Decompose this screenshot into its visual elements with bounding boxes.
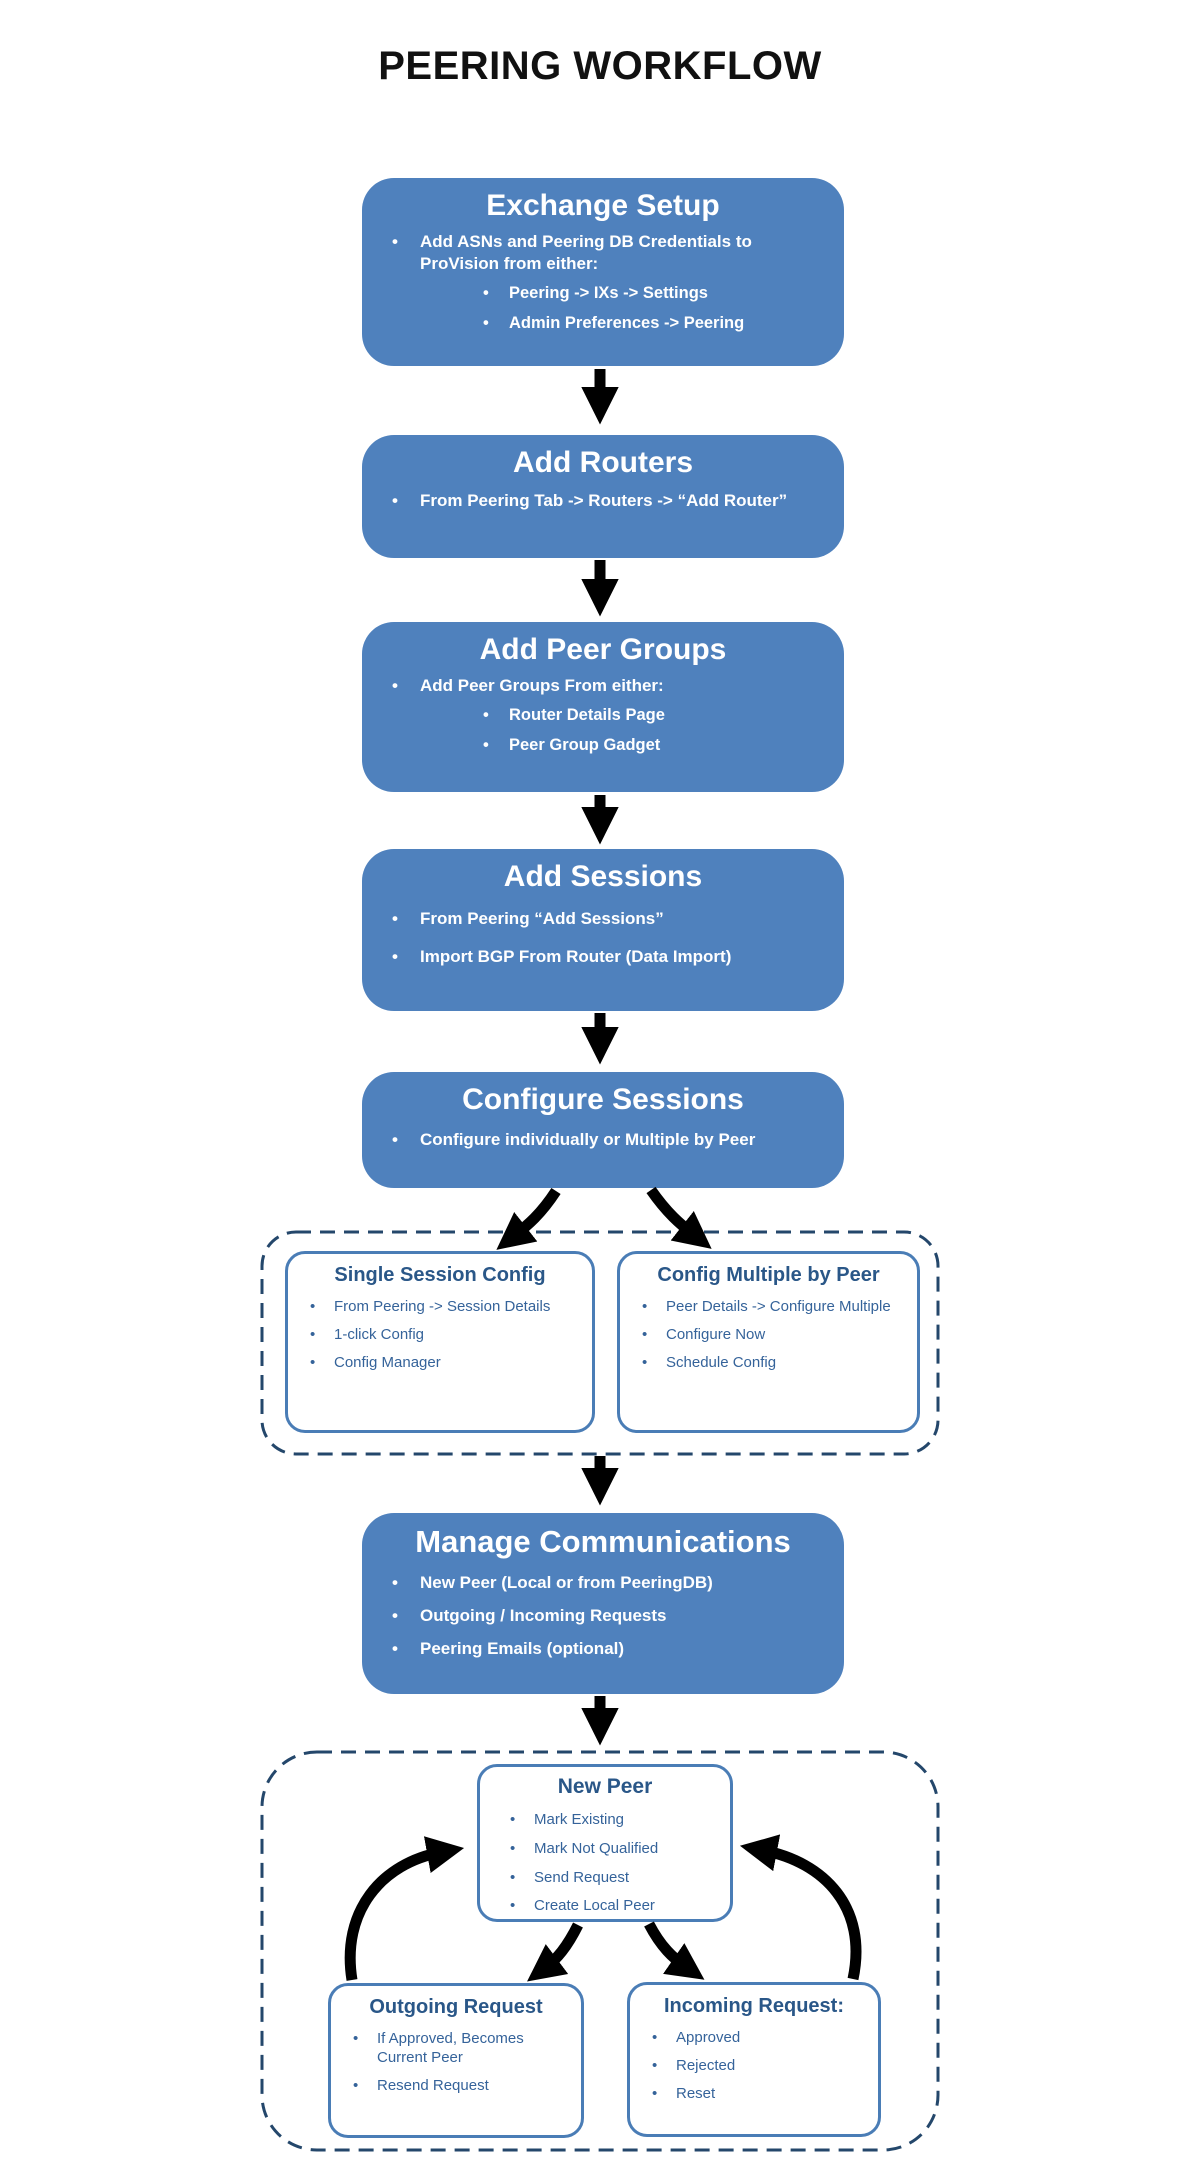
bullet-item: Config Manager	[310, 1354, 582, 1373]
box-bullets: From Peering Tab -> Routers -> “Add Rout…	[362, 480, 844, 512]
box-title: Outgoing Request	[369, 1996, 543, 2018]
bullet-text: Outgoing / Incoming Requests	[420, 1606, 667, 1626]
flow-arrow-configure-to-single-session	[496, 1187, 561, 1250]
outline-box-config-multiple-by-peer: Config Multiple by Peer Peer Details -> …	[617, 1251, 920, 1433]
box-title: Incoming Request:	[663, 1995, 844, 2017]
bullet-item: Mark Not Qualified	[510, 1840, 720, 1859]
box-title: Exchange Setup	[486, 189, 720, 222]
bullet-item: Approved	[652, 2029, 868, 2048]
bullet-item: Configure Now	[642, 1326, 907, 1345]
bullet-item: New Peer (Local or from PeeringDB)	[392, 1572, 826, 1594]
flow-arrow-new-peer-to-incoming	[644, 1921, 705, 1980]
bullet-item: Configure individually or Multiple by Pe…	[392, 1129, 826, 1151]
bullet-text: Configure Now	[666, 1325, 766, 1343]
box-bullets: Add Peer Groups From either: Router Deta…	[362, 667, 844, 756]
bullet-item: Add Peer Groups From either:	[392, 675, 826, 697]
flow-box-add-sessions: Add Sessions From Peering “Add Sessions”…	[362, 849, 844, 1011]
bullet-text: Mark Not Qualified	[534, 1839, 659, 1857]
box-bullets: If Approved, Becomes Current Peer Resend…	[331, 2019, 581, 2095]
box-title: Add Sessions	[503, 860, 703, 893]
box-title: Add Peer Groups	[479, 633, 727, 666]
box-title: Manage Communications	[415, 1524, 791, 1559]
bullet-item: Peering Emails (optional)	[392, 1638, 826, 1660]
bullet-item: Peer Details -> Configure Multiple	[642, 1298, 907, 1317]
bullet-item: Router Details Page	[483, 705, 826, 726]
box-title: Configure Sessions	[462, 1083, 744, 1116]
bullet-text: Peering Emails (optional)	[420, 1639, 625, 1659]
box-bullets: New Peer (Local or from PeeringDB) Outgo…	[362, 1560, 844, 1660]
bullet-text: Peer Group Gadget	[509, 735, 661, 754]
bullet-text: New Peer (Local or from PeeringDB)	[420, 1573, 713, 1592]
bullet-item: From Peering Tab -> Routers -> “Add Rout…	[392, 490, 826, 512]
flow-arrow-outgoing-to-new-peer	[344, 1836, 465, 1981]
page-title: PEERING WORKFLOW	[378, 44, 822, 88]
bullet-text: Add Peer Groups From either:	[420, 676, 664, 695]
box-title: Config Multiple by Peer	[657, 1264, 880, 1286]
box-bullets: Add ASNs and Peering DB Credentials to P…	[362, 223, 844, 334]
bullet-text: From Peering -> Session Details	[334, 1298, 551, 1315]
flow-box-configure-sessions: Configure Sessions Configure individuall…	[362, 1072, 844, 1188]
bullet-text: If Approved, Becomes Current Peer	[377, 2030, 524, 2066]
bullet-text: Peering -> IXs -> Settings	[509, 284, 708, 303]
bullet-item: If Approved, Becomes Current Peer	[353, 2030, 571, 2068]
bullet-text: Add ASNs and Peering DB Credentials to P…	[420, 232, 752, 274]
bullet-item: Create Local Peer	[510, 1897, 720, 1916]
flow-box-exchange-setup: Exchange Setup Add ASNs and Peering DB C…	[362, 178, 844, 366]
box-bullets: From Peering “Add Sessions” Import BGP F…	[362, 894, 844, 968]
bullet-item: Admin Preferences -> Peering	[483, 313, 826, 334]
bullet-item: Rejected	[652, 2057, 868, 2076]
bullet-item: Resend Request	[353, 2077, 571, 2096]
bullet-text: Rejected	[676, 2056, 736, 2074]
bullet-item: Add ASNs and Peering DB Credentials to P…	[392, 231, 826, 275]
bullet-text: Peer Details -> Configure Multiple	[666, 1298, 891, 1315]
outline-box-outgoing-request: Outgoing Request If Approved, Becomes Cu…	[328, 1983, 584, 2138]
bullet-text: Send Request	[534, 1868, 630, 1886]
bullet-item: Reset	[652, 2085, 868, 2104]
box-title: New Peer	[557, 1775, 653, 1798]
box-bullets: Peer Details -> Configure Multiple Confi…	[620, 1287, 917, 1372]
box-bullets: From Peering -> Session Details 1-click …	[288, 1287, 592, 1372]
flow-arrow-configure-to-config-multiple	[646, 1186, 712, 1249]
bullet-text: From Peering “Add Sessions”	[420, 909, 664, 928]
flow-arrow-incoming-to-new-peer	[739, 1834, 862, 1981]
bullet-text: 1-click Config	[334, 1325, 425, 1343]
flow-box-add-routers: Add Routers From Peering Tab -> Routers …	[362, 435, 844, 558]
bullet-text: Create Local Peer	[534, 1897, 655, 1915]
bullet-item: Peering -> IXs -> Settings	[483, 283, 826, 304]
box-bullets: Mark Existing Mark Not Qualified Send Re…	[480, 1799, 730, 1916]
bullet-text: Admin Preferences -> Peering	[509, 313, 745, 332]
outline-box-new-peer: New Peer Mark Existing Mark Not Qualifie…	[477, 1764, 733, 1922]
box-title: Single Session Config	[334, 1264, 546, 1286]
box-title: Add Routers	[513, 446, 693, 479]
bullet-text: Config Manager	[334, 1353, 441, 1371]
bullet-item: From Peering -> Session Details	[310, 1298, 582, 1317]
bullet-text: Mark Existing	[534, 1811, 625, 1828]
flow-arrow-new-peer-to-outgoing	[527, 1922, 583, 1982]
flow-box-manage-communications: Manage Communications New Peer (Local or…	[362, 1513, 844, 1694]
bullet-item: Schedule Config	[642, 1354, 907, 1373]
bullet-text: From Peering Tab -> Routers -> “Add Rout…	[420, 491, 788, 510]
outline-box-single-session-config: Single Session Config From Peering -> Se…	[285, 1251, 595, 1433]
bullet-item: Peer Group Gadget	[483, 735, 826, 756]
bullet-item: From Peering “Add Sessions”	[392, 908, 826, 930]
outline-box-incoming-request: Incoming Request: Approved Rejected Rese…	[627, 1982, 881, 2137]
box-bullets: Approved Rejected Reset	[630, 2018, 878, 2103]
bullet-item: Import BGP From Router (Data Import)	[392, 946, 826, 968]
bullet-item: Mark Existing	[510, 1811, 720, 1830]
box-bullets: Configure individually or Multiple by Pe…	[362, 1117, 844, 1151]
bullet-text: Schedule Config	[666, 1353, 777, 1371]
bullet-text: Import BGP From Router (Data Import)	[420, 947, 732, 967]
bullet-text: Resend Request	[377, 2076, 489, 2094]
bullet-item: Send Request	[510, 1869, 720, 1888]
bullet-text: Reset	[676, 2084, 716, 2102]
bullet-text: Approved	[676, 2029, 741, 2046]
bullet-text: Router Details Page	[509, 706, 665, 725]
bullet-item: Outgoing / Incoming Requests	[392, 1605, 826, 1627]
bullet-text: Configure individually or Multiple by Pe…	[420, 1130, 756, 1149]
bullet-item: 1-click Config	[310, 1326, 582, 1345]
flow-box-add-peer-groups: Add Peer Groups Add Peer Groups From eit…	[362, 622, 844, 792]
